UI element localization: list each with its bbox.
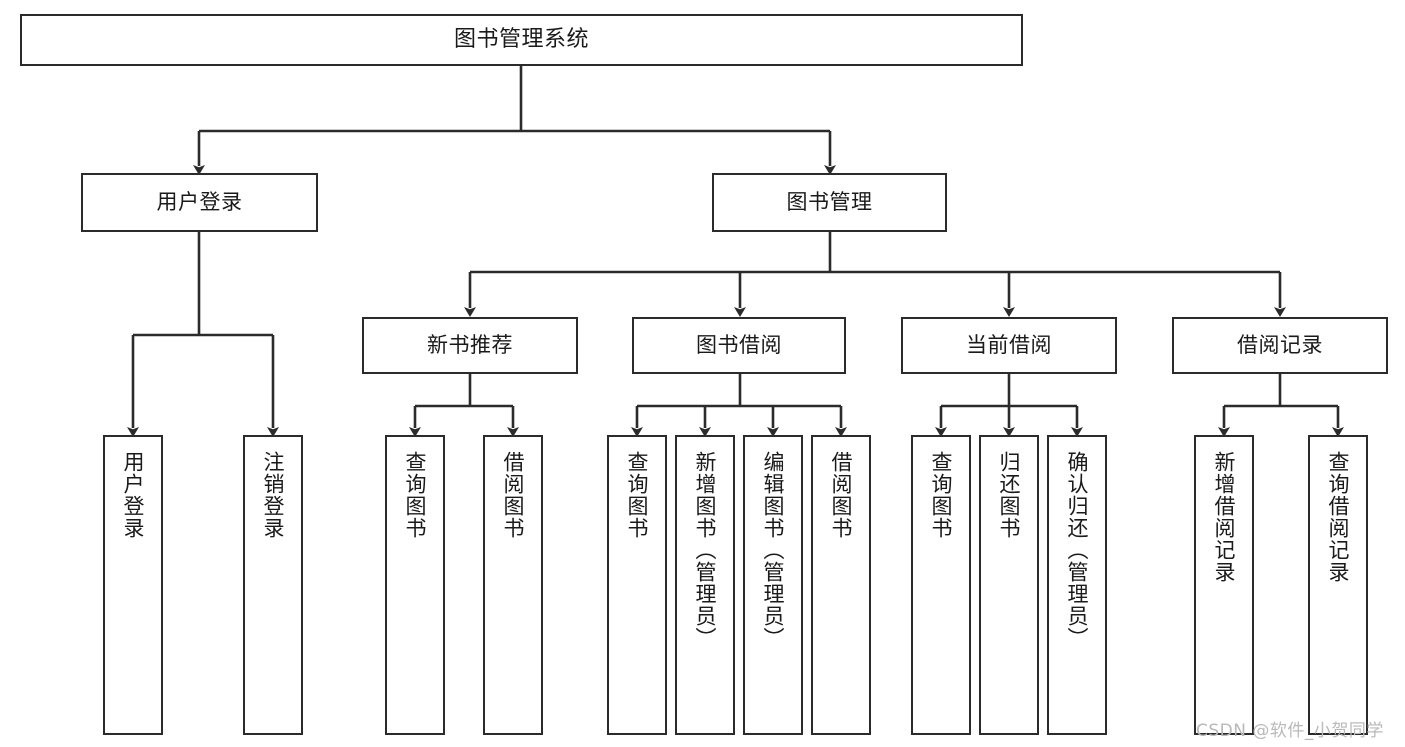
node-label: 用户登录 — [156, 189, 243, 214]
node-label: 编辑图书（管理员） — [761, 451, 786, 649]
leaf-book-borrow-query[interactable]: 查询图书 — [607, 435, 667, 735]
node-label: 图书管理系统 — [453, 26, 589, 52]
node-label: 查询借阅记录 — [1326, 451, 1351, 583]
node-user-login[interactable]: 用户登录 — [81, 173, 318, 232]
node-label: 新增图书（管理员） — [693, 451, 718, 649]
node-label: 借阅记录 — [1237, 332, 1323, 357]
node-label: 查询图书 — [929, 451, 954, 539]
leaf-book-borrow-edit[interactable]: 编辑图书（管理员） — [743, 435, 803, 735]
node-book-management[interactable]: 图书管理 — [712, 173, 947, 232]
node-label: 确认归还（管理员） — [1065, 451, 1090, 649]
node-label: 当前借阅 — [966, 332, 1052, 357]
leaf-new-book-query[interactable]: 查询图书 — [385, 435, 445, 735]
node-label: 查询图书 — [403, 451, 428, 539]
node-label: 新书推荐 — [427, 332, 513, 357]
leaf-current-borrow-query[interactable]: 查询图书 — [911, 435, 971, 735]
node-label: 注销登录 — [261, 451, 286, 539]
leaf-user-login-logout[interactable]: 注销登录 — [243, 435, 303, 735]
node-label: 图书借阅 — [696, 332, 782, 357]
node-new-book-recommend[interactable]: 新书推荐 — [362, 317, 578, 374]
leaf-book-borrow-borrow[interactable]: 借阅图书 — [811, 435, 871, 735]
node-current-borrow[interactable]: 当前借阅 — [901, 317, 1117, 374]
leaf-book-borrow-add[interactable]: 新增图书（管理员） — [675, 435, 735, 735]
node-label: 归还图书 — [997, 451, 1022, 539]
leaf-new-book-borrow[interactable]: 借阅图书 — [483, 435, 543, 735]
node-borrow-record[interactable]: 借阅记录 — [1172, 317, 1388, 374]
node-label: 借阅图书 — [501, 451, 526, 539]
node-label: 查询图书 — [625, 451, 650, 539]
leaf-user-login-login[interactable]: 用户登录 — [103, 435, 163, 735]
leaf-borrow-record-add[interactable]: 新增借阅记录 — [1194, 435, 1254, 735]
node-label: 用户登录 — [121, 451, 146, 539]
csdn-watermark: CSDN @软件_小贺同学 — [1196, 721, 1384, 741]
node-book-borrow[interactable]: 图书借阅 — [632, 317, 846, 374]
node-label: 图书管理 — [786, 189, 873, 214]
node-label: 借阅图书 — [829, 451, 854, 539]
leaf-borrow-record-query[interactable]: 查询借阅记录 — [1308, 435, 1368, 735]
leaf-current-borrow-confirm-return[interactable]: 确认归还（管理员） — [1047, 435, 1107, 735]
leaf-current-borrow-return[interactable]: 归还图书 — [979, 435, 1039, 735]
node-label: 新增借阅记录 — [1212, 451, 1237, 583]
node-root-book-management-system[interactable]: 图书管理系统 — [20, 14, 1023, 66]
